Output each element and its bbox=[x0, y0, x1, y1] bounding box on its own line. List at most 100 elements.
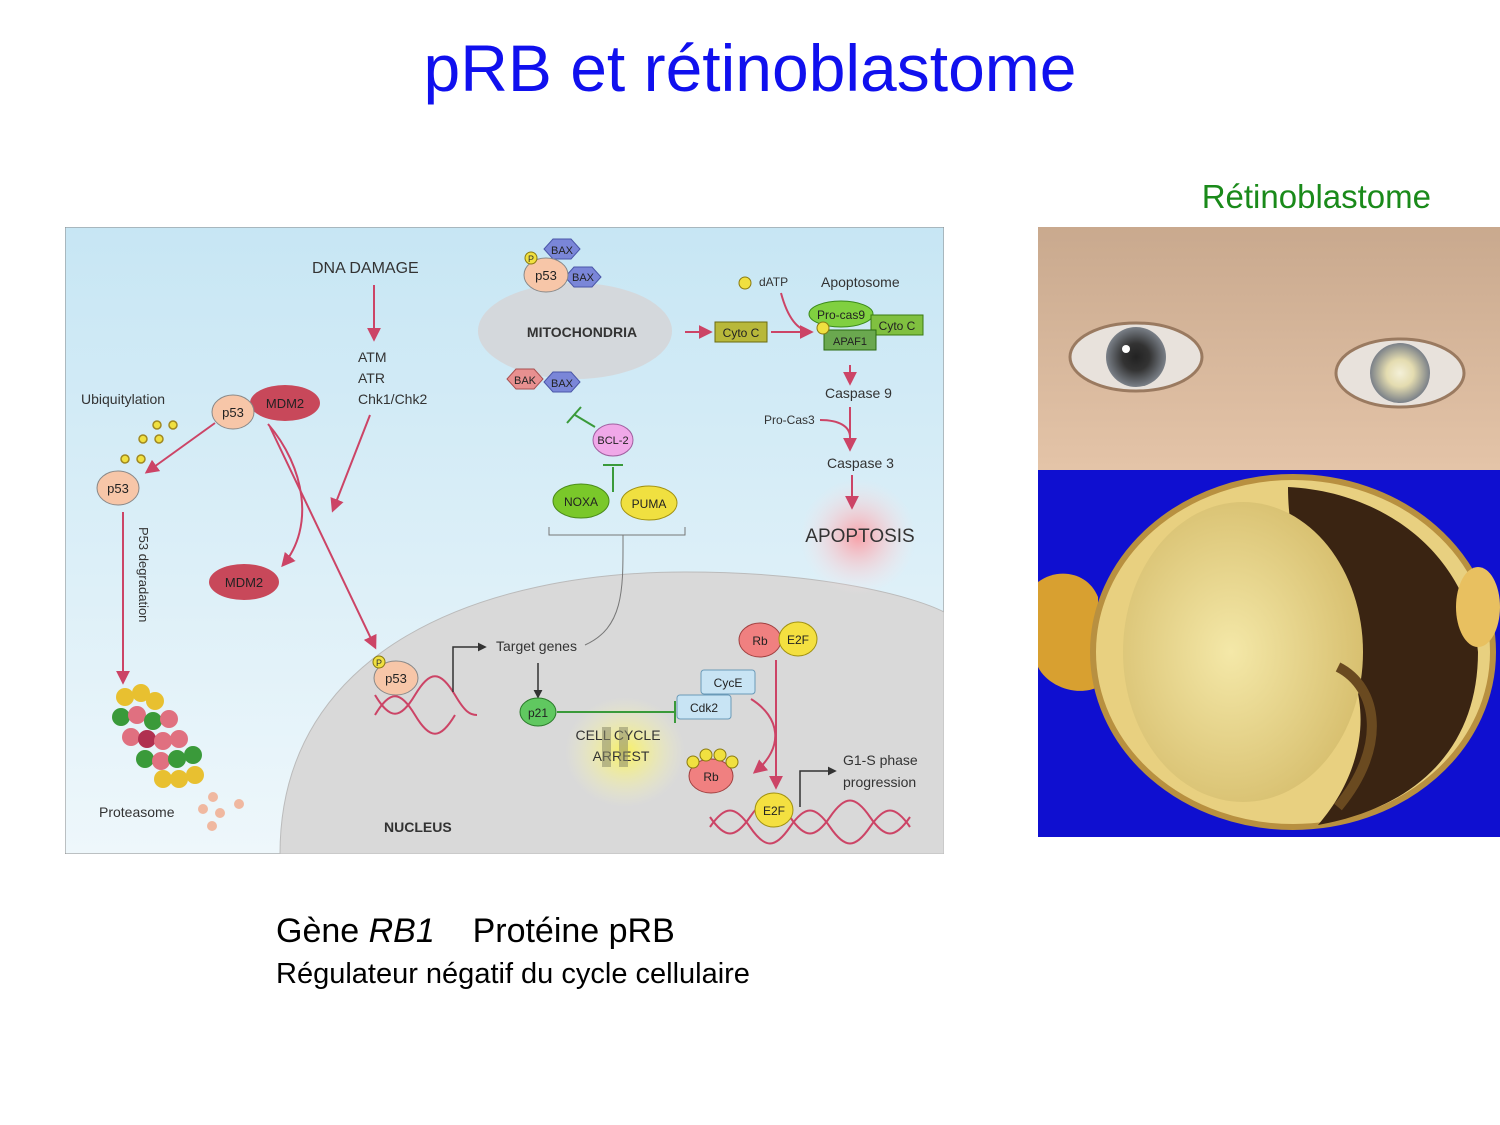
cytoc-free bbox=[714, 321, 768, 343]
apoptosis-glow bbox=[800, 479, 916, 595]
bax-top-label: BAX bbox=[551, 245, 574, 257]
g1s-arrow bbox=[799, 766, 837, 807]
p53-to-nucleus-arrow bbox=[269, 426, 377, 650]
caption-gap bbox=[435, 912, 473, 950]
mdm2-free bbox=[209, 564, 279, 600]
rb-phosphates bbox=[686, 748, 739, 769]
p53-complex bbox=[211, 394, 255, 430]
phospho-mito-label: P bbox=[528, 254, 534, 264]
rb-phospho-label: Rb bbox=[703, 770, 719, 784]
apoptosome-label: Apoptosome bbox=[821, 274, 900, 290]
procas3-curve bbox=[819, 419, 851, 438]
cyce-label: CycE bbox=[714, 676, 743, 690]
target-connector bbox=[584, 534, 624, 646]
photo-label: Rétinoblastome bbox=[1201, 178, 1431, 215]
pathway-diagram: DNA DAMAGE ATM ATR Chk1/Chk2 MDM2 p53 Ub… bbox=[65, 227, 944, 854]
apoptosis-label: APOPTOSIS bbox=[805, 526, 914, 547]
bak-label: BAK bbox=[514, 375, 537, 387]
apaf1 bbox=[823, 329, 877, 351]
e2f-free bbox=[754, 792, 794, 828]
p53-complex-label: p53 bbox=[222, 405, 244, 420]
p53-ubiquitylated-label: p53 bbox=[107, 481, 129, 496]
dna-damage-label: DNA DAMAGE bbox=[312, 260, 419, 277]
caption-gene-prefix: Gène bbox=[276, 912, 369, 950]
target-genes-arrow bbox=[452, 642, 487, 692]
target-genes-label: Target genes bbox=[496, 638, 577, 654]
peptides bbox=[198, 792, 244, 831]
datp-bound bbox=[816, 321, 830, 335]
caption-protein: Protéine pRB bbox=[472, 912, 675, 950]
datp-curve bbox=[780, 292, 812, 333]
proteasome-label: Proteasome bbox=[99, 804, 175, 820]
p53-to-mdm2-curve bbox=[267, 423, 304, 568]
retinoblastoma-photos bbox=[1038, 227, 1500, 837]
caption-gene-name: RB1 bbox=[368, 912, 435, 950]
nucleus-label: NUCLEUS bbox=[384, 819, 452, 835]
bcl2-inhibit-bar bbox=[566, 406, 582, 424]
mdm2-free-label: MDM2 bbox=[225, 575, 263, 590]
mitochondria bbox=[478, 283, 672, 379]
rb-complex-label: Rb bbox=[752, 634, 768, 648]
target-bracket bbox=[548, 527, 686, 536]
p53-nuclear-label: p53 bbox=[385, 671, 407, 686]
mitochondria-label: MITOCHONDRIA bbox=[527, 324, 637, 340]
proteasome bbox=[112, 684, 204, 788]
pause-icon-left bbox=[602, 727, 611, 767]
bax-bottom bbox=[543, 371, 581, 393]
bak bbox=[506, 368, 544, 390]
bax-top bbox=[543, 238, 581, 260]
e2f-free-label: E2F bbox=[763, 804, 785, 818]
puma bbox=[620, 485, 678, 521]
noxa bbox=[552, 483, 610, 519]
caption-role: Régulateur négatif du cycle cellulaire bbox=[276, 958, 750, 990]
p53-mito bbox=[523, 257, 569, 293]
kinase-atm: ATM bbox=[358, 349, 387, 365]
e2f-complex-label: E2F bbox=[787, 633, 809, 647]
p53-nuclear bbox=[373, 660, 419, 696]
procas9-label: Pro-cas9 bbox=[817, 308, 865, 322]
procas9 bbox=[808, 300, 874, 328]
cyce bbox=[700, 669, 756, 695]
g1s-label-1: G1-S phase bbox=[843, 752, 918, 768]
procas3-label: Pro-Cas3 bbox=[764, 413, 815, 427]
cytoc-bound bbox=[870, 314, 924, 336]
e2f-complex bbox=[778, 621, 818, 657]
dna-left bbox=[374, 675, 478, 735]
p53-ubiquitylated bbox=[96, 470, 140, 506]
p53-mito-label: p53 bbox=[535, 268, 557, 283]
cytoc-bound-label: Cyto C bbox=[879, 319, 916, 333]
p53-degradation-label: P53 degradation bbox=[136, 527, 151, 622]
bcl2-label: BCL-2 bbox=[597, 435, 628, 447]
apaf1-label: APAF1 bbox=[833, 336, 867, 348]
ubiquitylation-label: Ubiquitylation bbox=[81, 391, 165, 407]
datp-label: dATP bbox=[759, 275, 788, 289]
kinase-atr: ATR bbox=[358, 370, 385, 386]
slide-title: pRB et rétinoblastome bbox=[423, 31, 1077, 105]
caspase3-label: Caspase 3 bbox=[827, 455, 894, 471]
chk-to-mdm2-arrow bbox=[330, 414, 371, 513]
datp bbox=[738, 276, 752, 290]
cdk2-label: Cdk2 bbox=[690, 701, 718, 715]
p21 bbox=[519, 697, 557, 727]
phospho-nuclear-label: P bbox=[376, 658, 382, 668]
g1s-label-2: progression bbox=[843, 774, 916, 790]
p21-label: p21 bbox=[528, 706, 548, 720]
cdk2 bbox=[676, 694, 732, 720]
caspase9-label: Caspase 9 bbox=[825, 385, 892, 401]
kinase-chk: Chk1/Chk2 bbox=[358, 391, 427, 407]
phospho-mito bbox=[524, 251, 538, 265]
pause-icon-right bbox=[619, 727, 628, 767]
cytoc-free-label: Cyto C bbox=[723, 326, 760, 340]
puma-label: PUMA bbox=[632, 497, 667, 511]
bcl2 bbox=[592, 423, 634, 457]
mdm2-complex-label: MDM2 bbox=[266, 396, 304, 411]
noxa-label: NOXA bbox=[564, 495, 598, 509]
dna-right bbox=[709, 799, 911, 845]
phospho-nuclear bbox=[372, 655, 386, 669]
bcl2-inhibit-line bbox=[574, 414, 596, 428]
ubiquitin-chain bbox=[120, 420, 178, 464]
mdm2-complex bbox=[250, 385, 320, 421]
p53-to-ub-arrow bbox=[144, 422, 216, 474]
cdk2-to-rb-arrow bbox=[750, 698, 777, 774]
bax-side-label: BAX bbox=[572, 272, 595, 284]
